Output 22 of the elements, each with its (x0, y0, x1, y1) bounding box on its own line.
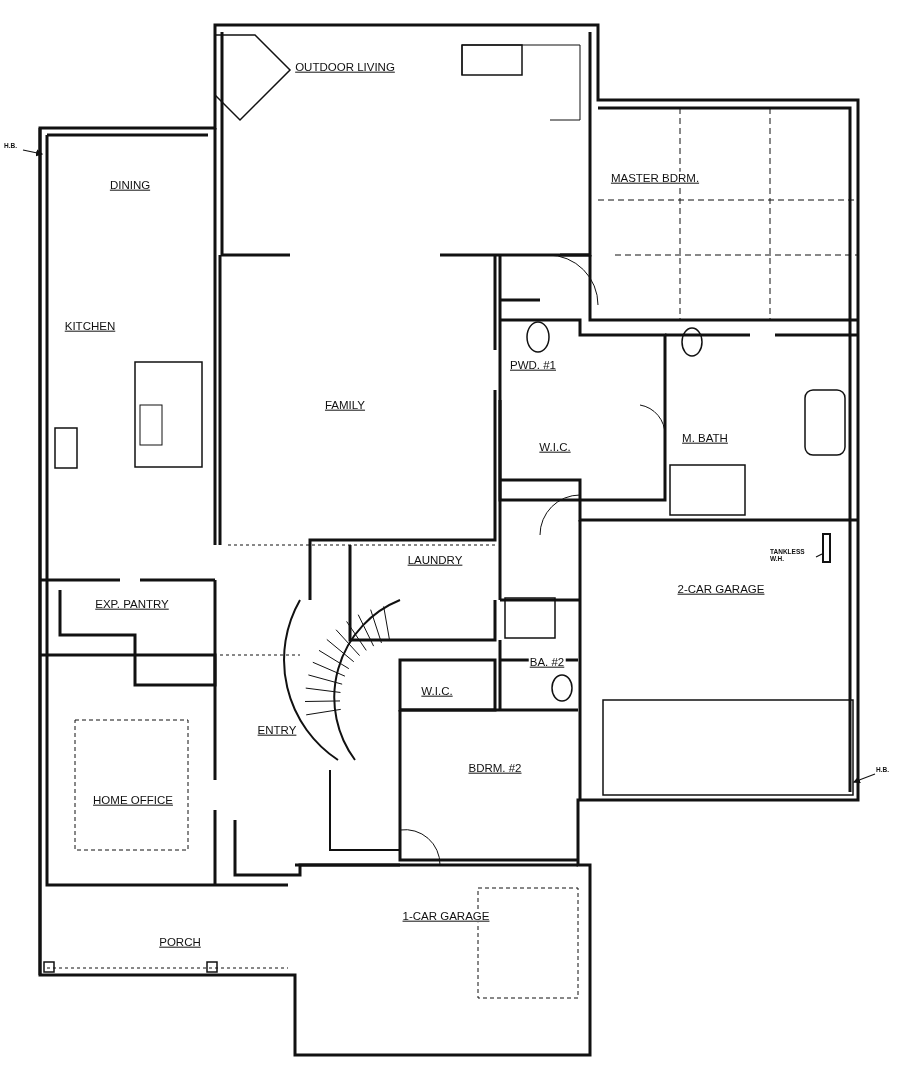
room-label: FAMILY (323, 398, 367, 412)
room-label: DINING (108, 178, 152, 192)
room-label: HOME OFFICE (92, 793, 174, 807)
room-label: BDRM. #2 (467, 761, 523, 775)
room-label: BA. #2 (528, 655, 566, 669)
room-label: EXP. PANTRY (94, 597, 170, 611)
room-label: PWD. #1 (509, 358, 557, 372)
arrow (852, 773, 876, 784)
room-label: M. BATH (681, 431, 729, 445)
room-label: 1-CAR GARAGE (401, 909, 491, 923)
room-label: W.I.C. (420, 684, 454, 698)
room-label: W.I.C. (538, 440, 572, 454)
water-heater (822, 533, 831, 563)
room-label: ENTRY (256, 723, 298, 737)
room-label: PORCH (158, 935, 202, 949)
room-label: OUTDOOR LIVING (294, 60, 396, 74)
room-label: MASTER BDRM. (609, 171, 701, 185)
room-label: KITCHEN (63, 319, 117, 333)
room-label: 2-CAR GARAGE (676, 582, 766, 596)
arrow (22, 149, 44, 157)
leader-line (815, 553, 823, 558)
room-label: LAUNDRY (406, 553, 464, 567)
